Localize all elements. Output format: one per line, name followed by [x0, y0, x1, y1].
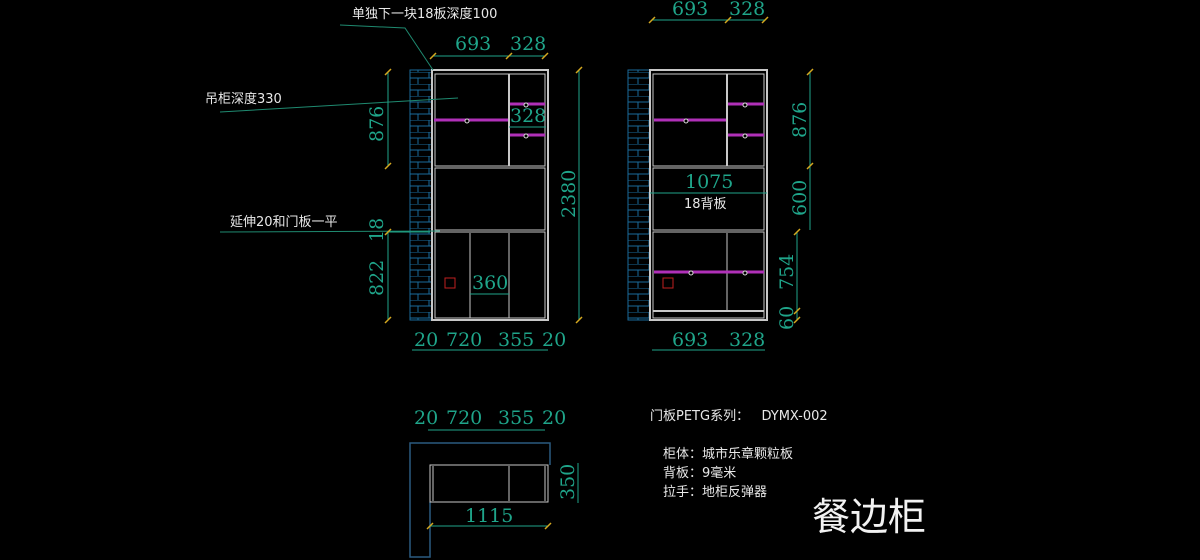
dim-door-width: 360 — [472, 272, 508, 294]
plan-dim-1: 20 — [414, 407, 438, 429]
knob-icon — [464, 118, 470, 124]
marker-square — [662, 277, 674, 289]
marker-square — [444, 277, 456, 289]
plan-dim-2: 720 — [446, 407, 482, 429]
dim-bottom-right: 328 — [729, 329, 765, 351]
dim-top-right: 328 — [729, 0, 765, 20]
dim-plinth: 60 — [776, 306, 798, 330]
knob-icon — [523, 133, 529, 139]
plan-view: 20 720 355 20 350 1115 — [409, 407, 579, 558]
plan-dim-3: 355 — [498, 407, 534, 429]
knob-icon — [742, 102, 748, 108]
back-panel-note: 背板：9毫米 — [663, 465, 736, 481]
dim-top-right: 328 — [510, 33, 546, 55]
cabinet-outline — [649, 69, 768, 321]
handle-note: 拉手：地柜反弹器 — [663, 485, 767, 500]
plan-dim-depth: 350 — [557, 464, 579, 500]
plan-dim-4: 20 — [542, 407, 566, 429]
wall-brick — [627, 69, 651, 321]
cabinet-outline — [431, 69, 549, 321]
dim-top-left: 693 — [672, 0, 708, 20]
plan-dim-width: 1115 — [465, 505, 513, 527]
leader-line — [339, 24, 434, 71]
dim-lower-height: 754 — [776, 254, 798, 290]
knob-icon — [742, 133, 748, 139]
dim-bottom-1: 20 — [414, 329, 438, 351]
dim-bottom-2: 720 — [446, 329, 482, 351]
dim-bottom-left: 693 — [672, 329, 708, 351]
dim-gap: 18 — [366, 218, 388, 242]
back-elevation: 693 328 1075 18背板 876 600 754 60 693 328 — [627, 0, 814, 351]
knob-icon — [742, 270, 748, 276]
dim-bottom-4: 20 — [542, 329, 566, 351]
knob-icon — [688, 270, 694, 276]
spec-notes: 门板PETG系列： DYMX-002 柜体：城市乐章颗粒板 背板：9毫米 拉手：… — [650, 409, 926, 539]
series-note: 门板PETG系列： DYMX-002 — [650, 409, 828, 424]
dim-upper-height: 876 — [789, 102, 811, 138]
dim-lower-height: 822 — [366, 260, 388, 296]
dim-total-height: 2380 — [558, 170, 580, 218]
dim-middle-width: 1075 — [685, 171, 733, 193]
wall-brick — [409, 69, 433, 321]
leader-line — [219, 97, 459, 113]
front-elevation: 单独下一块18板深度100 吊柜深度330 延伸20和门板一平 693 328 … — [205, 6, 583, 351]
cabinet-plan — [429, 464, 549, 503]
back-panel-label: 18背板 — [684, 197, 727, 212]
dim-inner-right: 328 — [510, 105, 546, 127]
dim-bottom-3: 355 — [498, 329, 534, 351]
knob-icon — [523, 102, 529, 108]
note-extension: 延伸20和门板一平 — [230, 215, 338, 230]
body-material-note: 柜体：城市乐章颗粒板 — [663, 446, 793, 462]
drawing-title: 餐边柜 — [812, 495, 926, 539]
dim-upper-height: 876 — [366, 106, 388, 142]
dim-middle-height: 600 — [789, 180, 811, 216]
leader-line — [219, 230, 441, 233]
dim-top-left: 693 — [455, 33, 491, 55]
note-upper-depth: 吊柜深度330 — [205, 91, 282, 107]
note-top-board: 单独下一块18板深度100 — [352, 6, 497, 22]
wall-outline — [409, 442, 551, 558]
knob-icon — [683, 118, 689, 124]
